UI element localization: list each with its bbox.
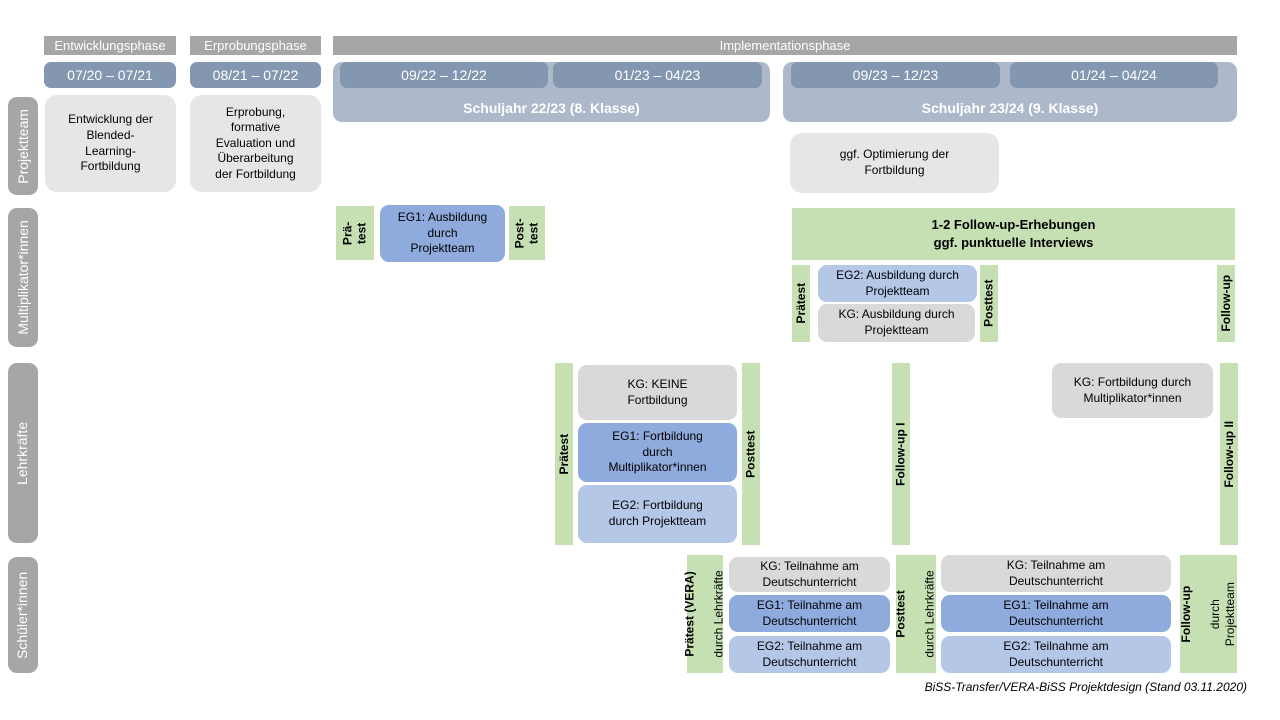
sidebar-row-projektteam-label: Projektteam	[14, 108, 31, 184]
school-year-label-22-23: Schuljahr 22/23 (8. Klasse)	[463, 100, 640, 116]
posttest-bar-multiplikatoren-2: Posttest	[980, 265, 998, 342]
box-kg-ausbildung-projektteam: KG: Ausbildung durch Projektteam	[818, 304, 975, 342]
followup-bar-schueler: Follow-up durch Projektteam	[1180, 555, 1237, 673]
date-range-0922-1222: 09/22 – 12/22	[340, 62, 548, 88]
followup-erhebungen-bar: 1-2 Follow-up-Erhebungen ggf. punktuelle…	[792, 208, 1235, 260]
followup-bar-schueler-label: Follow-up durch Projektteam	[1165, 582, 1251, 646]
box-kg-keine-fortbildung: KG: KEINE Fortbildung	[578, 365, 737, 420]
date-range-0720-0721: 07/20 – 07/21	[44, 62, 176, 88]
sidebar-row-multiplikatoren-label: Multiplikator*innen	[14, 220, 31, 335]
box-entwicklung-fortbildung: Entwicklung der Blended- Learning- Fortb…	[45, 95, 176, 192]
posttest-bar-multiplikatoren-ausbildung: Post- test	[509, 206, 545, 260]
date-range-0124-0424: 01/24 – 04/24	[1010, 62, 1218, 88]
praetest-bar-multiplikatoren-2: Prätest	[792, 265, 810, 342]
praetest-bar-multiplikatoren-2-label: Prätest	[793, 283, 808, 324]
date-range-0923-1223: 09/23 – 12/23	[791, 62, 1000, 88]
phase-header-entwicklungsphase: Entwicklungsphase	[44, 36, 176, 55]
phase-header-implementationsphase: Implementationsphase	[333, 36, 1237, 55]
followup-erhebungen-bar-label: 1-2 Follow-up-Erhebungen ggf. punktuelle…	[931, 216, 1096, 250]
posttest-bar-schueler: Posttest durch Lehrkräfte	[894, 555, 938, 673]
phase-header-erprobungsphase: Erprobungsphase	[190, 36, 321, 55]
box-kg-deutschunterricht-2: KG: Teilnahme am Deutschunterricht	[941, 555, 1171, 592]
sidebar-row-schueler-label: Schüler*innen	[14, 571, 31, 659]
posttest-title: Posttest	[894, 590, 909, 638]
box-eg2-ausbildung-projektteam: EG2: Ausbildung durch Projektteam	[818, 265, 977, 302]
praetest-bar-multiplikatoren-ausbildung-label: Prä- test	[340, 221, 369, 245]
followup-bar-multiplikatoren-label: Follow-up	[1218, 275, 1233, 332]
praetest-bar-lehrkraefte: Prätest	[555, 363, 573, 545]
box-eg1-fortbildung-multiplikatoren: EG1: Fortbildung durch Multiplikator*inn…	[578, 423, 737, 482]
sidebar-row-multiplikatoren: Multiplikator*innen	[8, 208, 38, 347]
followup2-bar-lehrkraefte: Follow-up II	[1220, 363, 1238, 545]
praetest-vera-subtitle: durch Lehrkräfte	[712, 570, 727, 658]
followup1-bar-lehrkraefte-label: Follow-up I	[893, 422, 908, 486]
praetest-bar-lehrkraefte-label: Prätest	[556, 433, 571, 475]
box-eg1-ausbildung-projektteam: EG1: Ausbildung durch Projektteam	[380, 205, 505, 262]
posttest-subtitle: durch Lehrkräfte	[923, 570, 938, 658]
posttest-bar-multiplikatoren-2-label: Posttest	[981, 279, 996, 328]
box-eg1-deutschunterricht-1: EG1: Teilnahme am Deutschunterricht	[729, 595, 890, 632]
followup-title: Follow-up	[1179, 585, 1194, 643]
sidebar-row-projektteam: Projektteam	[8, 97, 38, 195]
followup1-bar-lehrkraefte: Follow-up I	[892, 363, 910, 545]
box-eg2-fortbildung-projektteam: EG2: Fortbildung durch Projektteam	[578, 485, 737, 543]
school-year-label-23-24: Schuljahr 23/24 (9. Klasse)	[921, 100, 1099, 116]
praetest-vera-bar-schueler: Prätest (VERA) durch Lehrkräfte	[683, 555, 727, 673]
praetest-bar-multiplikatoren-ausbildung: Prä- test	[336, 206, 374, 260]
posttest-bar-multiplikatoren-ausbildung-label: Post- test	[512, 218, 541, 248]
box-kg-fortbildung-multiplikatoren: KG: Fortbildung durch Multiplikator*inne…	[1052, 363, 1213, 418]
posttest-bar-lehrkraefte: Posttest	[742, 363, 760, 545]
box-kg-deutschunterricht-1: KG: Teilnahme am Deutschunterricht	[729, 557, 890, 592]
date-range-0123-0423: 01/23 – 04/23	[553, 62, 762, 88]
box-optimierung-fortbildung: ggf. Optimierung der Fortbildung	[790, 133, 999, 193]
praetest-vera-title: Prätest (VERA)	[683, 571, 698, 657]
box-erprobung-evaluation: Erprobung, formative Evaluation und Über…	[190, 95, 321, 192]
sidebar-row-lehrkraefte: Lehrkräfte	[8, 363, 38, 543]
footer-caption: BiSS-Transfer/VERA-BiSS Projektdesign (S…	[924, 680, 1247, 694]
sidebar-row-schueler: Schüler*innen	[8, 557, 38, 673]
posttest-bar-lehrkraefte-label: Posttest	[743, 430, 758, 478]
box-eg2-deutschunterricht-2: EG2: Teilnahme am Deutschunterricht	[941, 636, 1171, 673]
box-eg1-deutschunterricht-2: EG1: Teilnahme am Deutschunterricht	[941, 595, 1171, 632]
box-eg2-deutschunterricht-1: EG2: Teilnahme am Deutschunterricht	[729, 636, 890, 673]
date-range-0821-0722: 08/21 – 07/22	[190, 62, 321, 88]
followup-bar-multiplikatoren: Follow-up	[1217, 265, 1235, 342]
followup-subtitle: durch Projektteam	[1208, 581, 1237, 647]
followup2-bar-lehrkraefte-label: Follow-up II	[1221, 420, 1236, 488]
sidebar-row-lehrkraefte-label: Lehrkräfte	[14, 421, 31, 485]
